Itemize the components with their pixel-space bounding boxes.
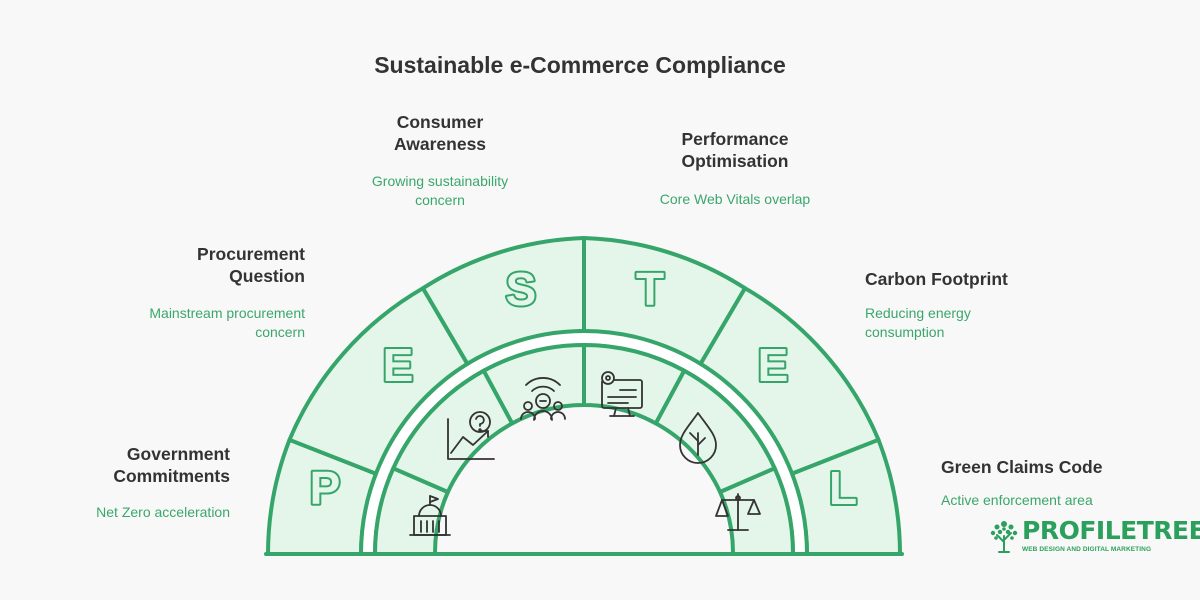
people-broadcast-icon bbox=[520, 377, 566, 421]
desc-consumer-awareness: Growing sustainability concern bbox=[330, 172, 550, 210]
letter-t: T bbox=[636, 263, 664, 315]
label-government-commitments-line2: Commitments bbox=[113, 466, 230, 486]
label-government-commitments: Government Commitments bbox=[80, 443, 230, 487]
desc-procurement-question-line1: Mainstream procurement bbox=[149, 305, 305, 321]
desc-carbon-footprint: Reducing energy consumption bbox=[865, 304, 1065, 342]
desc-green-claims-code: Active enforcement area bbox=[941, 492, 1093, 508]
label-consumer-awareness: Consumer Awareness bbox=[350, 111, 530, 155]
chart-question-icon bbox=[447, 411, 495, 460]
letter-p: P bbox=[310, 462, 341, 514]
label-consumer-awareness-line2: Awareness bbox=[393, 134, 487, 154]
desc-procurement-question-line2: concern bbox=[255, 324, 305, 340]
label-procurement-question-line2: Question bbox=[229, 266, 305, 286]
label-procurement-question-line1: Procurement bbox=[197, 244, 305, 264]
letter-e: E bbox=[383, 339, 414, 391]
desc-carbon-footprint-line2: consumption bbox=[865, 324, 945, 340]
desc-government-commitments: Net Zero acceleration bbox=[96, 504, 230, 520]
desc-performance-optimisation: Core Web Vitals overlap bbox=[659, 191, 811, 207]
desc-procurement-question: Mainstream procurement concern bbox=[100, 304, 305, 342]
label-performance-optimisation-line1: Performance bbox=[681, 129, 789, 149]
label-performance-optimisation-line2: Optimisation bbox=[681, 151, 789, 171]
letter-s: S bbox=[506, 263, 537, 315]
desc-consumer-awareness-line2: concern bbox=[415, 192, 465, 208]
logo-name: PROFILETREE bbox=[1022, 516, 1200, 545]
label-performance-optimisation: Performance Optimisation bbox=[635, 128, 835, 172]
letter-l: L bbox=[829, 462, 857, 514]
desc-consumer-awareness-line1: Growing sustainability bbox=[371, 173, 509, 189]
label-government-commitments-line1: Government bbox=[126, 444, 230, 464]
desc-carbon-footprint-line1: Reducing energy bbox=[865, 305, 971, 321]
page-title: Sustainable e-Commerce Compliance bbox=[374, 52, 786, 78]
tree-icon bbox=[990, 521, 1018, 553]
monitor-settings-icon bbox=[601, 371, 643, 417]
label-carbon-footprint: Carbon Footprint bbox=[865, 269, 1008, 289]
profiletree-logo[interactable]: PROFILETREE WEB DESIGN AND DIGITAL MARKE… bbox=[988, 516, 1200, 560]
label-procurement-question: Procurement Question bbox=[140, 243, 305, 287]
government-building-icon bbox=[409, 495, 451, 536]
label-consumer-awareness-line1: Consumer bbox=[396, 112, 484, 132]
logo-tagline: WEB DESIGN AND DIGITAL MARKETING bbox=[1022, 546, 1152, 553]
letter-e2: E bbox=[758, 339, 789, 391]
label-green-claims-code: Green Claims Code bbox=[941, 457, 1103, 477]
leaf-drop-icon bbox=[679, 412, 717, 464]
scales-icon bbox=[715, 493, 761, 531]
